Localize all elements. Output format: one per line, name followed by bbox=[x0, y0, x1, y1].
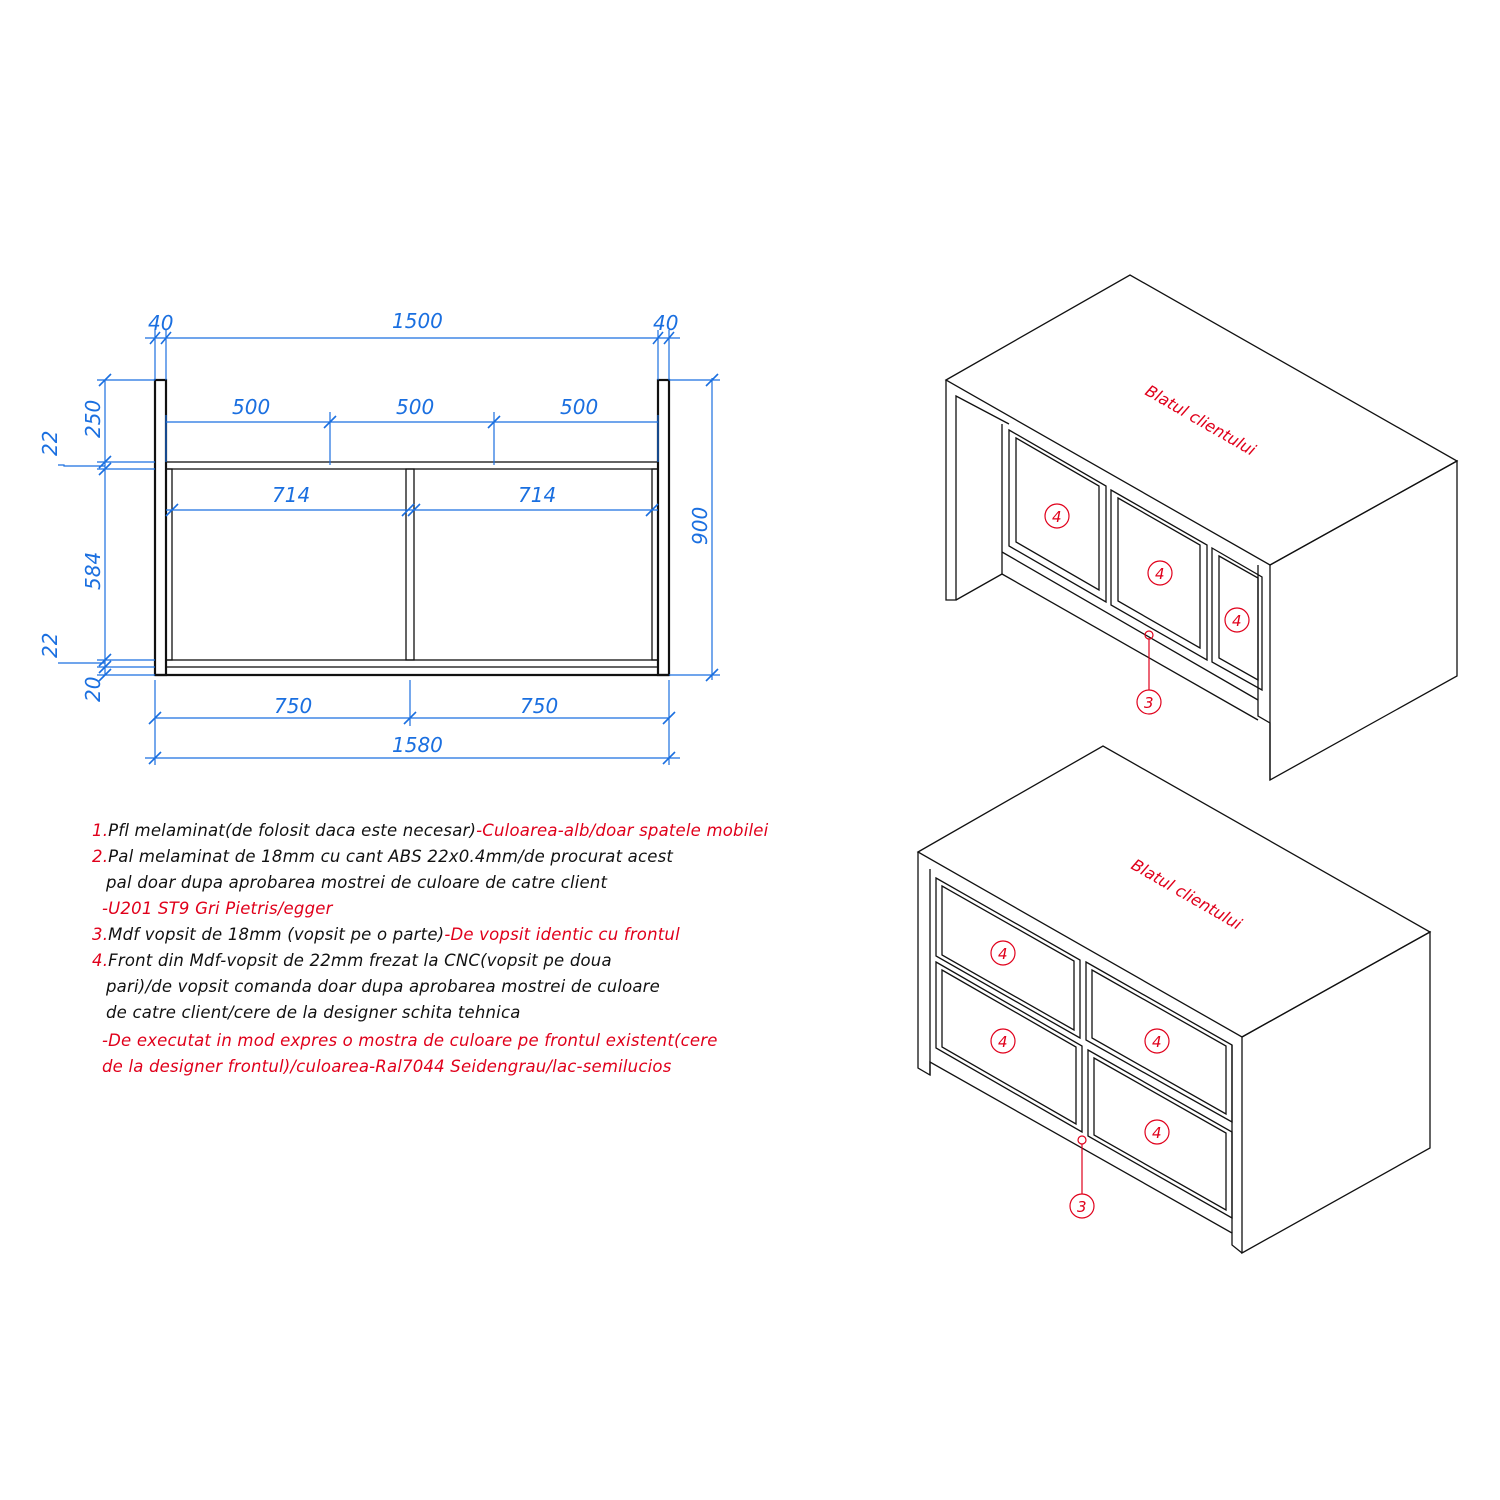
inner-right-panel bbox=[651, 468, 659, 661]
dim-left-top-gap: 250 bbox=[81, 400, 105, 438]
drawer-1 bbox=[935, 876, 1081, 1040]
inner-left-panel bbox=[165, 468, 173, 661]
note-2-line-2: pal doar dupa aprobarea mostrei de culoa… bbox=[106, 873, 608, 892]
drawer-3 bbox=[1085, 960, 1233, 1124]
note-4-red-2: de la designer frontul)/culoarea-Ral7044… bbox=[102, 1057, 672, 1076]
door-2 bbox=[1110, 488, 1208, 662]
iso-view-doors: Blatul clientului 4 4 4 3 bbox=[944, 274, 1459, 782]
drawer-4 bbox=[1087, 1048, 1233, 1220]
dim-left-base: 20 bbox=[81, 677, 105, 702]
right-side-panel bbox=[656, 378, 671, 677]
dim-shelf-3: 500 bbox=[560, 395, 598, 419]
mark-front-7: 4 bbox=[1152, 1124, 1162, 1142]
mark-mdf-1: 3 bbox=[1144, 694, 1154, 712]
note-4-line-2: pari)/de vopsit comanda doar dupa aproba… bbox=[106, 977, 661, 996]
top-shelf bbox=[165, 461, 659, 470]
middle-divider bbox=[405, 468, 415, 661]
mark-front-5: 4 bbox=[998, 1033, 1008, 1051]
mark-front-3: 4 bbox=[1232, 612, 1242, 630]
note-2-red: -U201 ST9 Gri Pietris/egger bbox=[102, 899, 333, 918]
dim-left-panel-1: 22 bbox=[38, 431, 62, 456]
elevation-view: 40 1500 40 500 500 500 714 714 bbox=[38, 309, 720, 765]
bottom-shelf bbox=[165, 659, 659, 668]
door-1 bbox=[1008, 428, 1107, 604]
dim-bottom-left: 750 bbox=[274, 694, 312, 718]
iso-view-drawers: Blatul clientului 4 4 4 4 3 bbox=[916, 745, 1432, 1255]
dim-bottom-total: 1580 bbox=[392, 733, 443, 757]
left-side-panel bbox=[153, 378, 168, 677]
mark-front-1: 4 bbox=[1052, 508, 1062, 526]
right-face-2 bbox=[1241, 930, 1431, 1255]
dim-bottom-right: 750 bbox=[520, 694, 558, 718]
mark-mdf-2: 3 bbox=[1077, 1198, 1087, 1216]
note-1: 1.Pfl melaminat(de folosit daca este nec… bbox=[92, 821, 769, 840]
worktop-label-bottom: Blatul clientului bbox=[1128, 855, 1246, 934]
worktop-label-top: Blatul clientului bbox=[1142, 381, 1260, 460]
dim-left-panel-2: 22 bbox=[38, 633, 62, 658]
dim-shelf-1: 500 bbox=[232, 395, 270, 419]
note-2: 2.Pal melaminat de 18mm cu cant ABS 22x0… bbox=[92, 847, 674, 866]
mark-front-6: 4 bbox=[1152, 1033, 1162, 1051]
dim-left-height: 584 bbox=[81, 552, 105, 590]
material-notes: 1.Pfl melaminat(de folosit daca este nec… bbox=[92, 818, 812, 1080]
right-face bbox=[1269, 459, 1458, 782]
dim-top-left: 40 bbox=[148, 311, 173, 335]
note-3: 3.Mdf vopsit de 18mm (vopsit pe o parte)… bbox=[92, 925, 680, 944]
dim-inner-left: 714 bbox=[272, 483, 310, 507]
dim-inner-right: 714 bbox=[518, 483, 556, 507]
note-4-red-1: -De executat in mod expres o mostra de c… bbox=[102, 1031, 718, 1050]
note-4: 4.Front din Mdf-vopsit de 22mm frezat la… bbox=[92, 951, 612, 970]
mark-front-2: 4 bbox=[1155, 565, 1165, 583]
dim-top-right: 40 bbox=[653, 311, 678, 335]
dim-right-height: 900 bbox=[688, 507, 712, 545]
door-3 bbox=[1211, 546, 1263, 692]
mark-front-4: 4 bbox=[998, 945, 1008, 963]
dim-shelf-2: 500 bbox=[396, 395, 434, 419]
drawer-2 bbox=[935, 960, 1083, 1134]
dim-top-total: 1500 bbox=[392, 309, 443, 333]
note-4-line-3: de catre client/cere de la designer schi… bbox=[106, 1003, 521, 1022]
